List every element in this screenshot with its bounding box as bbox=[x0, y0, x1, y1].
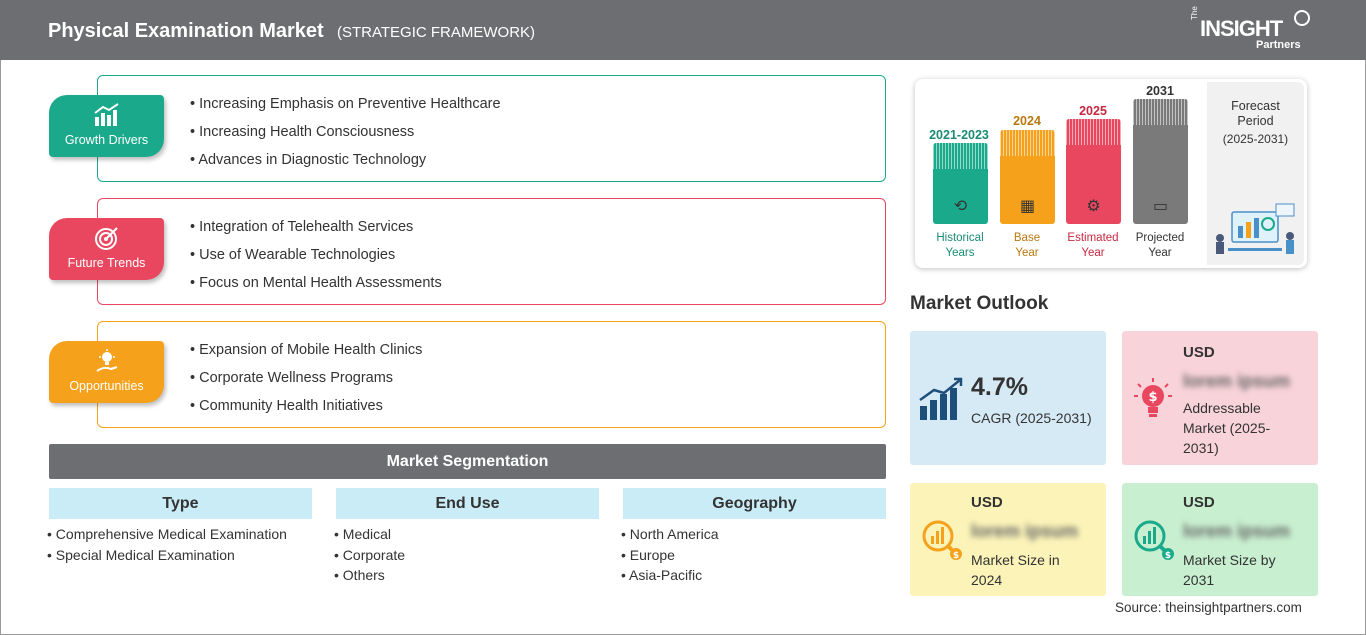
list-item: Expansion of Mobile Health Clinics bbox=[190, 336, 422, 364]
cagr-label: CAGR (2025-2031) bbox=[971, 410, 1092, 426]
lightbulb-dollar-icon: $ bbox=[1130, 376, 1176, 422]
svg-text:$: $ bbox=[953, 551, 959, 561]
future-trends-label: Future Trends bbox=[67, 256, 146, 270]
addressable-value: lorem ipsum bbox=[1183, 371, 1291, 391]
future-trends-list: Integration of Telehealth Services Use o… bbox=[190, 213, 442, 297]
history-icon: ⟲ bbox=[953, 198, 968, 215]
size2024-usd: USD bbox=[971, 494, 1003, 511]
list-item: Integration of Telehealth Services bbox=[190, 213, 442, 241]
cagr-value: 4.7% bbox=[971, 373, 1028, 401]
bar-estimated: ⚙ bbox=[1066, 119, 1121, 224]
forecast-title: Forecast Period bbox=[1231, 99, 1280, 128]
opportunities-label: Opportunities bbox=[69, 379, 144, 393]
market-size-2024-card: $ USD lorem ipsum Market Size in 2024 bbox=[910, 483, 1106, 596]
bar-year-historical: 2021-2023 bbox=[929, 128, 989, 142]
segment-head-geography: Geography bbox=[623, 488, 886, 519]
segment-list-end-use: Medical Corporate Others bbox=[334, 524, 405, 586]
list-item: Advances in Diagnostic Technology bbox=[190, 146, 501, 174]
growth-drivers-list: Increasing Emphasis on Preventive Health… bbox=[190, 90, 501, 174]
list-item: Community Health Initiatives bbox=[190, 392, 422, 420]
logo-the: The bbox=[1190, 6, 1199, 20]
growth-chart-icon bbox=[49, 103, 164, 127]
segment-list-geography: North America Europe Asia-Pacific bbox=[621, 524, 719, 586]
segment-head-end-use: End Use bbox=[336, 488, 599, 519]
size2024-value: lorem ipsum bbox=[971, 521, 1079, 541]
source-link[interactable]: Source: theinsightpartners.com bbox=[1115, 600, 1302, 615]
market-outlook-title: Market Outlook bbox=[910, 293, 1049, 314]
bar-historical: ⟲ bbox=[933, 143, 988, 224]
addressable-label: Addressable Market (2025-2031) bbox=[1183, 400, 1271, 456]
page-subtitle: (STRATEGIC FRAMEWORK) bbox=[337, 24, 536, 41]
bar-year-projected: 2031 bbox=[1146, 84, 1174, 98]
market-size-2031-card: $ USD lorem ipsum Market Size by 2031 bbox=[1122, 483, 1318, 596]
target-icon bbox=[49, 226, 164, 250]
list-item: Comprehensive Medical Examination bbox=[47, 524, 287, 545]
header-bar: Physical Examination Market (STRATEGIC F… bbox=[0, 0, 1366, 60]
growth-magnifier-icon: $ bbox=[1130, 516, 1176, 562]
bar-projected: ▭ bbox=[1133, 99, 1188, 224]
addressable-market-card: $ USD lorem ipsum Addressable Market (20… bbox=[1122, 331, 1318, 465]
segment-list-type: Comprehensive Medical Examination Specia… bbox=[47, 524, 287, 565]
segmentation-title: Market Segmentation bbox=[49, 444, 886, 479]
svg-text:$: $ bbox=[1148, 390, 1157, 405]
opportunities-list: Expansion of Mobile Health Clinics Corpo… bbox=[190, 336, 422, 420]
insight-partners-logo[interactable]: The INSIGHT Partners bbox=[1190, 6, 1320, 54]
list-item: Special Medical Examination bbox=[47, 545, 287, 566]
page-title: Physical Examination Market bbox=[48, 20, 324, 42]
calendar-icon: ▦ bbox=[1019, 198, 1036, 215]
list-item: Europe bbox=[621, 545, 719, 566]
presentation-icon: ▭ bbox=[1152, 198, 1169, 215]
lightbulb-hand-icon bbox=[49, 349, 164, 373]
list-item: Asia-Pacific bbox=[621, 565, 719, 586]
bar-base: ▦ bbox=[1000, 130, 1055, 224]
bar-year-estimated: 2025 bbox=[1079, 104, 1107, 118]
list-item: Corporate Wellness Programs bbox=[190, 364, 422, 392]
size2031-usd: USD bbox=[1183, 494, 1215, 511]
size2031-value: lorem ipsum bbox=[1183, 521, 1291, 541]
forecast-illustration-icon bbox=[1210, 198, 1300, 256]
logo-partners: Partners bbox=[1256, 39, 1301, 51]
list-item: Focus on Mental Health Assessments bbox=[190, 269, 442, 297]
addressable-usd: USD bbox=[1183, 344, 1215, 361]
svg-text:$: $ bbox=[1165, 551, 1171, 561]
forecast-years: (2025-2031) bbox=[1222, 132, 1289, 146]
growth-drivers-label: Growth Drivers bbox=[64, 133, 149, 147]
list-item: Increasing Health Consciousness bbox=[190, 118, 501, 146]
list-item: Corporate bbox=[334, 545, 405, 566]
list-item: Use of Wearable Technologies bbox=[190, 241, 442, 269]
gears-icon: ⚙ bbox=[1086, 198, 1101, 215]
future-trends-badge: Future Trends bbox=[49, 218, 164, 280]
cagr-chart-icon bbox=[918, 376, 964, 422]
list-item: Medical bbox=[334, 524, 405, 545]
cagr-card: 4.7% CAGR (2025-2031) bbox=[910, 331, 1106, 465]
opportunities-badge: Opportunities bbox=[49, 341, 164, 403]
logo-ring-icon bbox=[1294, 10, 1310, 26]
logo-insight: INSIGHT bbox=[1200, 16, 1283, 41]
size2031-label: Market Size by 2031 bbox=[1183, 552, 1276, 588]
list-item: Increasing Emphasis on Preventive Health… bbox=[190, 90, 500, 118]
segment-head-type: Type bbox=[49, 488, 312, 519]
money-magnifier-icon: $ bbox=[918, 516, 964, 562]
list-item: North America bbox=[621, 524, 719, 545]
list-item: Others bbox=[334, 565, 405, 586]
size2024-label: Market Size in 2024 bbox=[971, 552, 1060, 588]
bar-year-base: 2024 bbox=[1013, 114, 1041, 128]
growth-drivers-badge: Growth Drivers bbox=[49, 95, 164, 157]
